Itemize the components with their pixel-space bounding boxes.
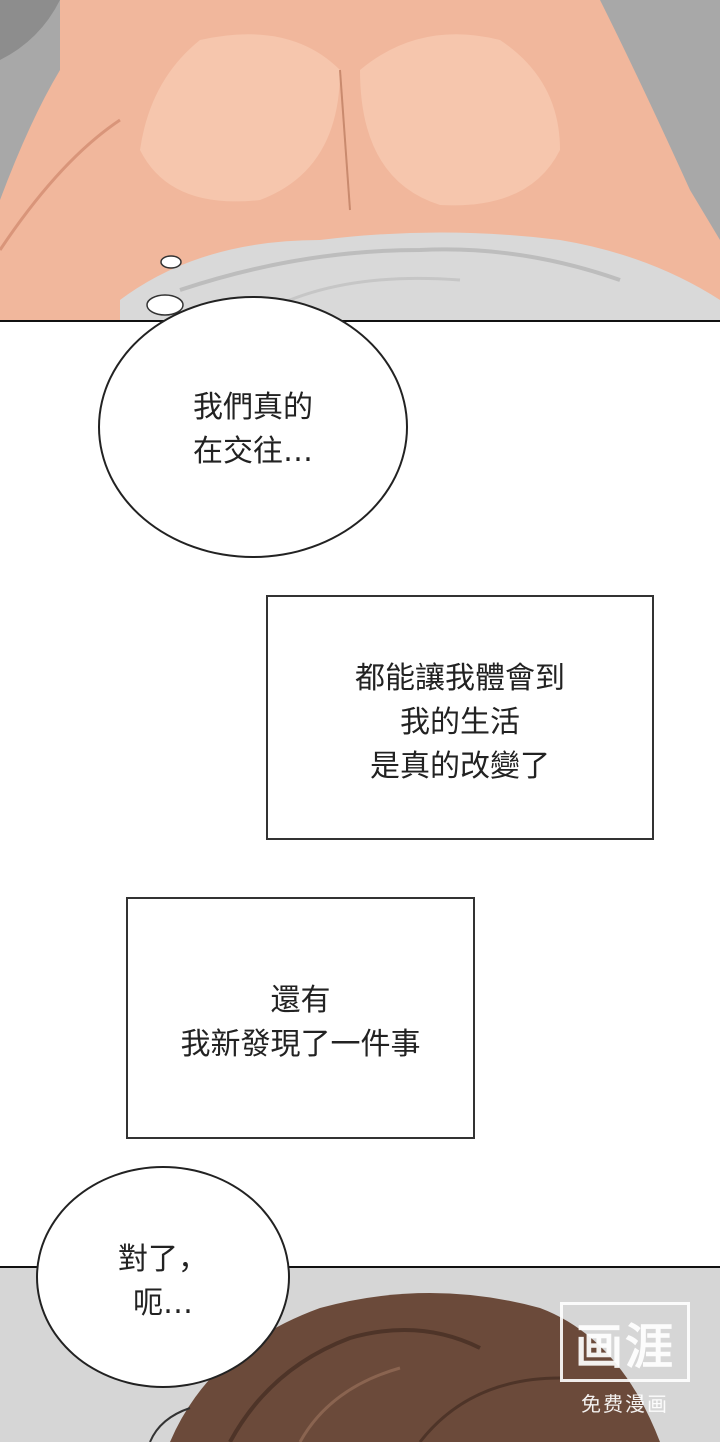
narration-line: 是真的改變了 xyxy=(370,749,550,784)
narration-box-2-text: 還有 我新發現了一件事 xyxy=(128,979,473,1067)
speech-line: 對了， xyxy=(118,1242,208,1277)
top-panel-illustration xyxy=(0,0,720,322)
narration-box-1: 都能讓我體會到 我的生活 是真的改變了 xyxy=(266,595,654,840)
torso-artwork xyxy=(0,0,720,320)
watermark-logo: 画涯 免费漫画 xyxy=(560,1302,690,1417)
speech-bubble-1: 我們真的 在交往… xyxy=(98,296,408,558)
speech-bubble-1-text: 我們真的 在交往… xyxy=(100,386,406,474)
speech-line: 在交往… xyxy=(193,434,313,469)
narration-line: 我的生活 xyxy=(400,705,520,740)
narration-box-1-text: 都能讓我體會到 我的生活 是真的改變了 xyxy=(268,657,652,789)
narration-box-2: 還有 我新發現了一件事 xyxy=(126,897,475,1139)
speech-line: 我們真的 xyxy=(193,390,313,425)
speech-bubble-2-text: 對了， 呃… xyxy=(38,1238,288,1326)
speech-line: 呃… xyxy=(133,1286,193,1321)
narration-line: 還有 xyxy=(270,983,331,1018)
speech-bubble-2: 對了， 呃… xyxy=(36,1166,290,1388)
narration-line: 都能讓我體會到 xyxy=(355,661,565,696)
watermark-subtitle: 免费漫画 xyxy=(581,1392,669,1416)
narration-line: 我新發現了一件事 xyxy=(180,1027,421,1062)
watermark-mark: 画涯 xyxy=(560,1302,690,1382)
